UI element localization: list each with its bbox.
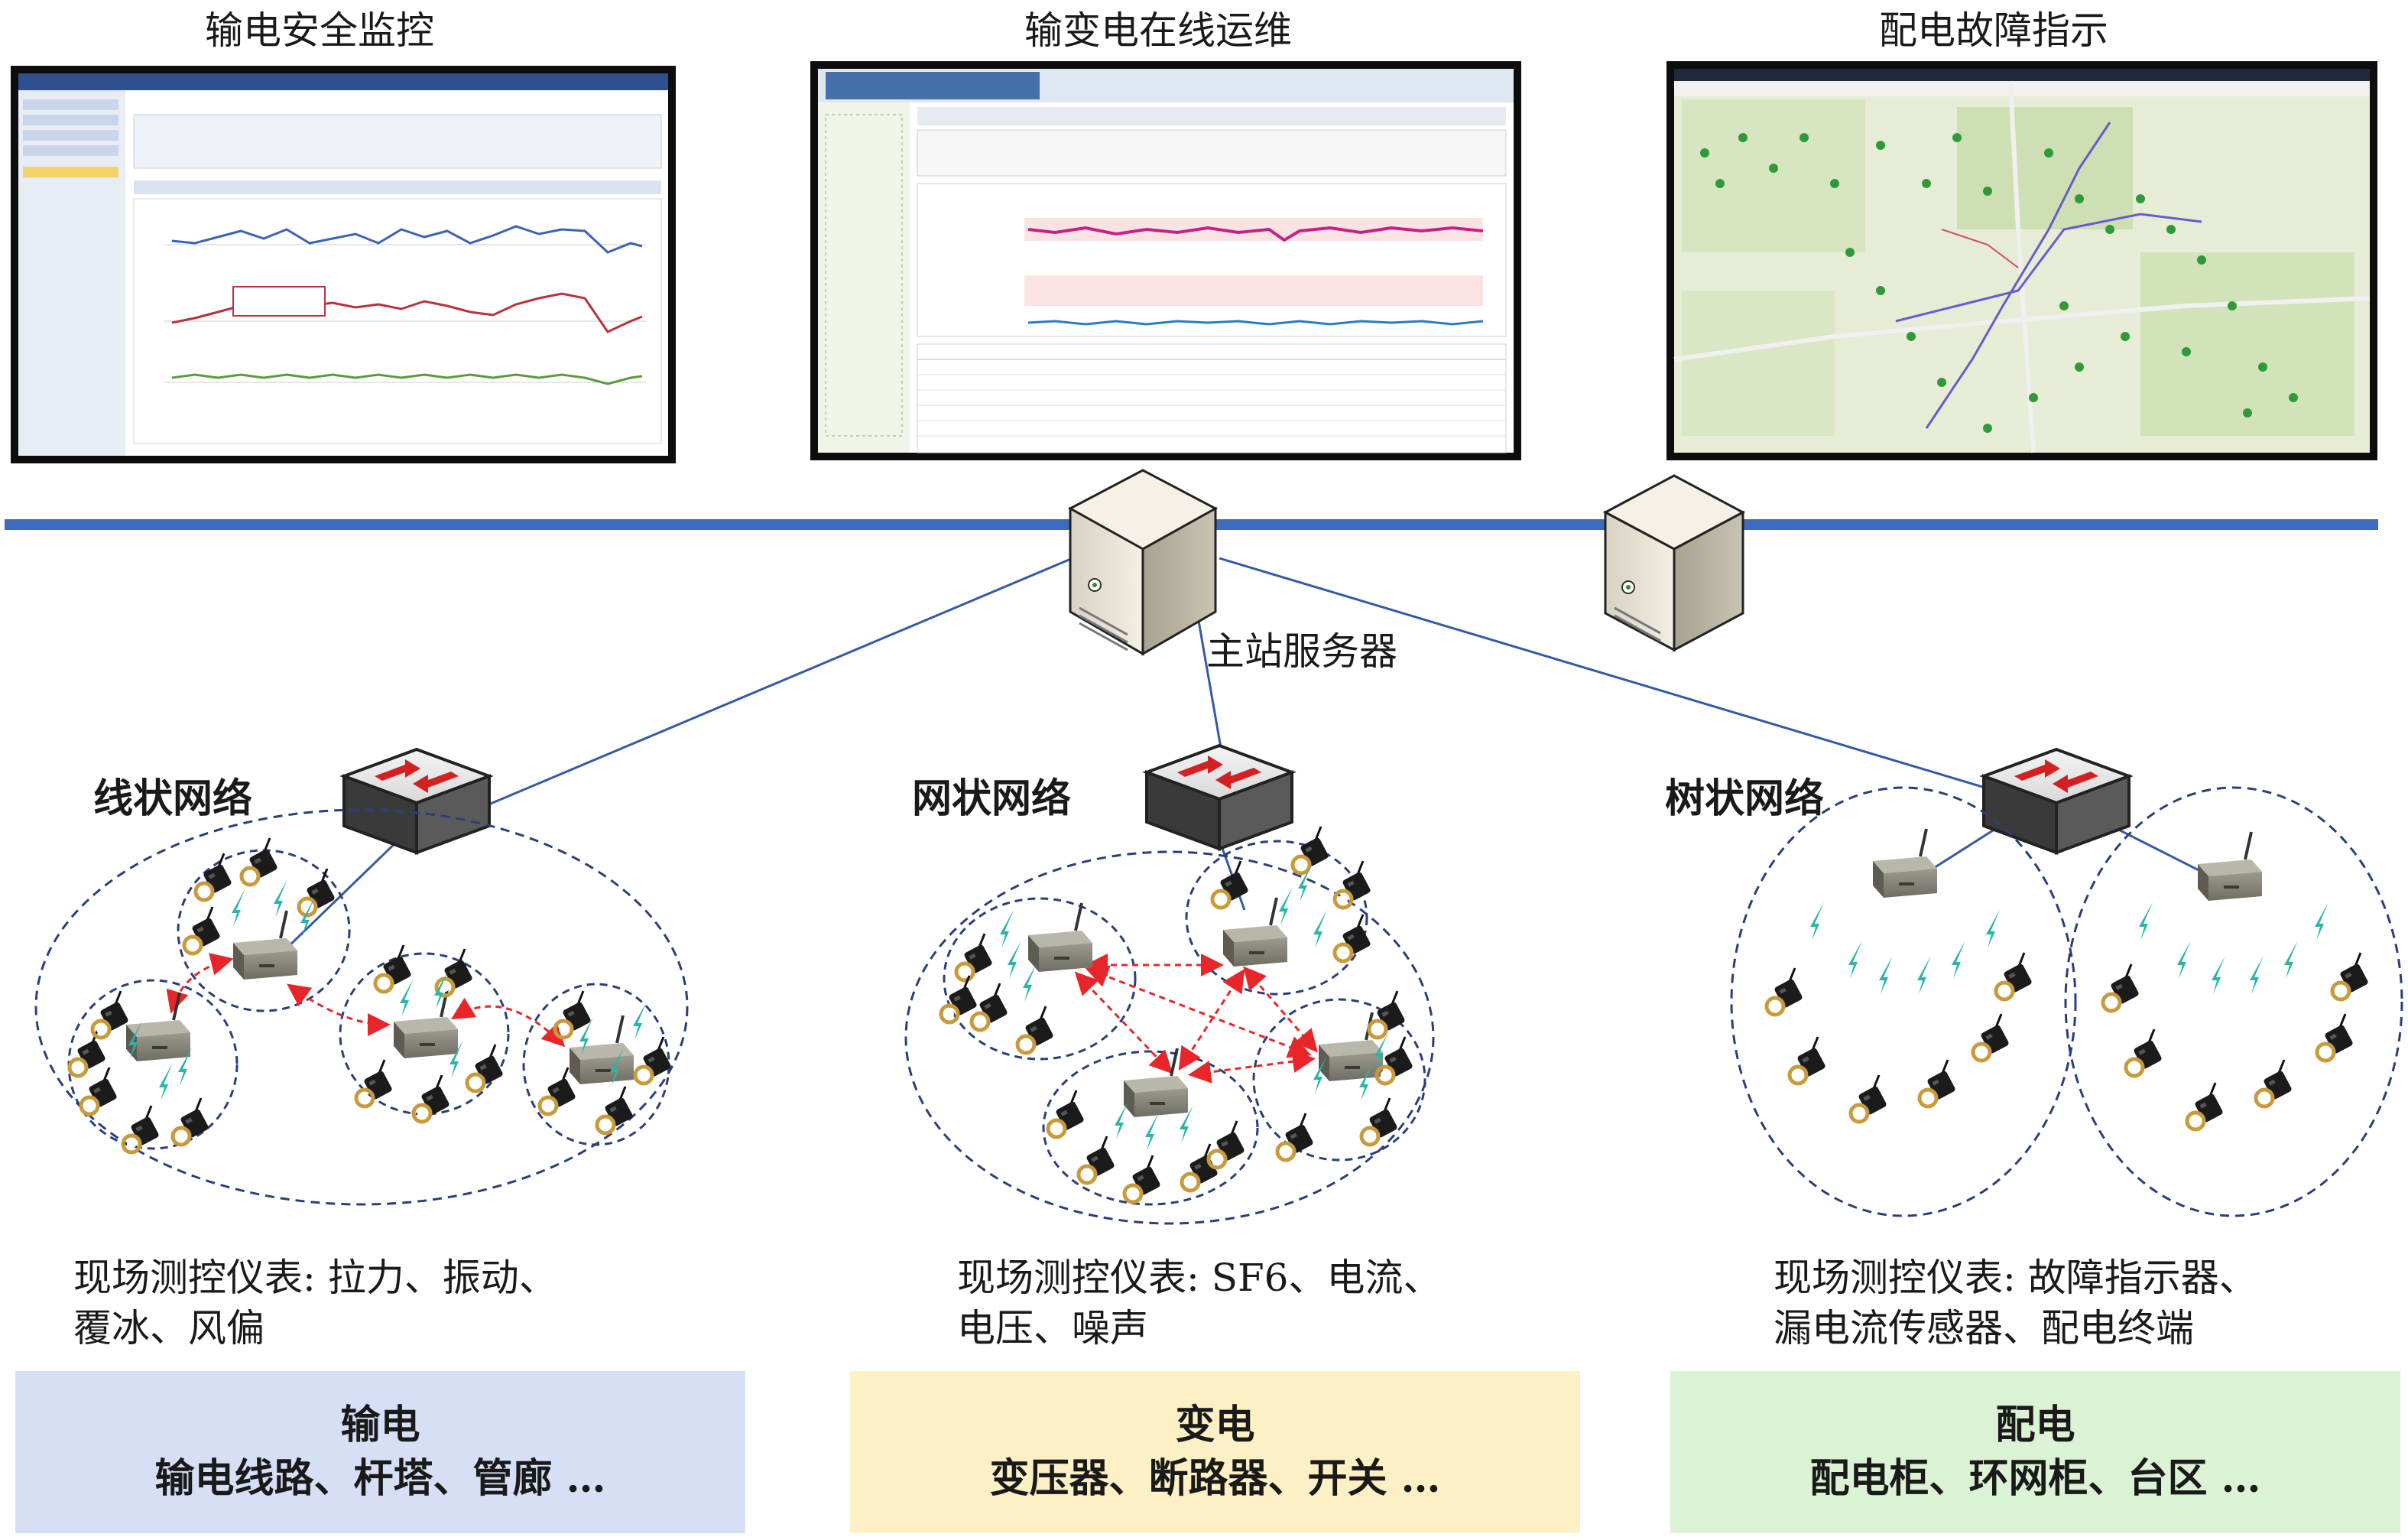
instrument-caption-transmission: 现场测控仪表: 拉力、振动、 覆冰、风偏 [73, 1253, 557, 1353]
network-boundary [904, 850, 1435, 1225]
gateway-icon [2196, 830, 2264, 902]
category-substation: 变电 变压器、断路器、开关 … [850, 1371, 1580, 1533]
network-title-tree: 树状网络 [1665, 775, 1825, 822]
network-boundary [34, 808, 689, 1206]
category-distribution: 配电 配电柜、环网柜、台区 … [1670, 1371, 2400, 1533]
instrument-line: 现场测控仪表: 拉力、振动、 [73, 1256, 557, 1300]
instrument-line: 电压、噪声 [957, 1306, 1148, 1350]
network-boundary [2064, 786, 2403, 1217]
category-title: 输电 [340, 1402, 420, 1448]
mesh-network [904, 827, 1435, 1225]
monitor-substation [810, 61, 1521, 460]
category-box-background [1670, 1371, 2400, 1533]
gateway-icon [232, 909, 299, 981]
category-items: 变压器、断路器、开关 … [989, 1455, 1441, 1502]
switch-icon [1142, 743, 1296, 851]
network-boundary [1730, 786, 2077, 1217]
category-title: 配电 [1995, 1402, 2075, 1448]
network-title-linear: 线状网络 [93, 775, 253, 822]
tree-network [1730, 786, 2403, 1217]
network-title-mesh: 网状网络 [912, 775, 1072, 822]
instrument-line: 现场测控仪表: SF6、电流、 [957, 1256, 1442, 1300]
sensor-icon [941, 827, 1413, 1202]
category-items: 配电柜、环网柜、台区 … [1809, 1455, 2261, 1502]
category-box-background [850, 1371, 1580, 1533]
sensor-icon [1767, 953, 2369, 1129]
instrument-caption-distribution: 现场测控仪表: 故障指示器、 漏电流传感器、配电终端 [1774, 1253, 2257, 1353]
wireless-signal-icon [1810, 902, 2328, 994]
monitor-distribution [1666, 61, 2377, 460]
category-items: 输电线路、杆塔、管廊 … [154, 1455, 606, 1502]
switch-icon [339, 747, 494, 855]
server-icon [1067, 469, 1219, 656]
switch-icon [1979, 747, 2134, 855]
category-box-background [15, 1371, 745, 1533]
instrument-line: 覆冰、风偏 [73, 1306, 264, 1350]
instrument-line: 漏电流传感器、配电终端 [1774, 1306, 2194, 1350]
server-icon [1602, 474, 1746, 652]
panel-title-transmission: 输电安全监控 [205, 8, 434, 53]
monitor-transmission [11, 66, 676, 463]
panel-title-substation: 输变电在线运维 [1024, 8, 1292, 53]
category-title: 变电 [1175, 1402, 1255, 1448]
gateway-icon [1027, 902, 1094, 973]
category-transmission: 输电 输电线路、杆塔、管廊 … [15, 1371, 745, 1533]
panel-title-distribution: 配电故障指示 [1879, 8, 2108, 53]
gateway-icon [1871, 827, 1939, 899]
gateway-icon [125, 991, 192, 1063]
gateway-icon [1122, 1047, 1189, 1119]
wireless-signal-icon [1000, 864, 1388, 1151]
linear-network [34, 808, 689, 1206]
server-label: 主站服务器 [1206, 629, 1397, 674]
instrument-caption-substation: 现场测控仪表: SF6、电流、 电压、噪声 [957, 1253, 1442, 1353]
gateway-icon [1222, 896, 1289, 968]
sensor-icon [70, 838, 672, 1152]
instrument-line: 现场测控仪表: 故障指示器、 [1774, 1256, 2257, 1300]
